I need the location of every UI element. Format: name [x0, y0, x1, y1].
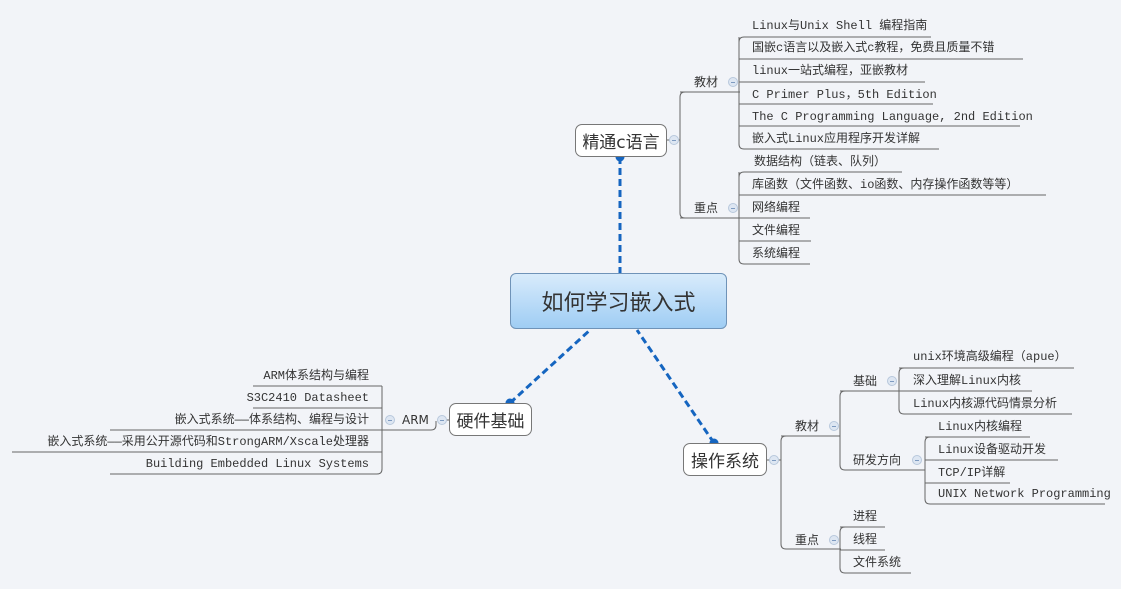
collapse-icon[interactable]: [437, 415, 447, 425]
collapse-icon[interactable]: [769, 455, 779, 465]
leaf-item[interactable]: 嵌入式系统——采用公开源代码和StrongARM/Xscale处理器: [47, 435, 369, 449]
leaf-item[interactable]: S3C2410 Datasheet: [246, 391, 369, 405]
topic-hardware[interactable]: 硬件基础: [449, 403, 532, 436]
leaf-item[interactable]: Building Embedded Linux Systems: [145, 457, 369, 471]
leaf-item[interactable]: 网络编程: [752, 201, 801, 215]
leaf-item[interactable]: Linux内核编程: [938, 420, 1023, 434]
leaf-item[interactable]: C Primer Plus，5th Edition: [752, 88, 937, 102]
leaf-item[interactable]: ARM体系结构与编程: [263, 369, 369, 383]
leaf-item[interactable]: TCP/IP详解: [938, 466, 1006, 480]
subtopic-focus[interactable]: 重点: [795, 533, 820, 547]
subtopic-textbooks[interactable]: 教材: [694, 75, 719, 89]
collapse-icon[interactable]: [829, 421, 839, 431]
leaf-item[interactable]: Linux内核源代码情景分析: [913, 397, 1058, 411]
collapse-icon[interactable]: [829, 535, 839, 545]
leaf-item[interactable]: Linux与Unix Shell 编程指南: [752, 19, 928, 33]
subtopic-rd-direction[interactable]: 研发方向: [853, 453, 902, 467]
central-topic[interactable]: 如何学习嵌入式: [510, 273, 727, 329]
leaf-item[interactable]: linux一站式编程，亚嵌教材: [752, 64, 909, 78]
topic-label: 操作系统: [691, 452, 759, 472]
leaf-item[interactable]: 文件系统: [853, 556, 902, 570]
topic-c-language[interactable]: 精通c语言: [575, 124, 667, 157]
leaf-item[interactable]: 进程: [853, 510, 878, 524]
central-topic-label: 如何学习嵌入式: [541, 291, 696, 316]
leaf-item[interactable]: UNIX Network Programming: [938, 487, 1111, 501]
leaf-item[interactable]: Linux设备驱动开发: [938, 443, 1047, 457]
collapse-icon[interactable]: [887, 376, 897, 386]
topic-operating-system[interactable]: 操作系统: [683, 443, 767, 476]
leaf-item[interactable]: 数据结构（链表、队列）: [754, 155, 887, 169]
subtopic-basics[interactable]: 基础: [853, 374, 878, 388]
leaf-item[interactable]: 文件编程: [752, 224, 801, 238]
leaf-item[interactable]: 嵌入式系统——体系结构、编程与设计: [174, 413, 369, 427]
collapse-icon[interactable]: [728, 77, 738, 87]
subtopic-focus[interactable]: 重点: [694, 201, 719, 215]
subtopic-textbooks[interactable]: 教材: [795, 419, 820, 433]
collapse-icon[interactable]: [669, 135, 679, 145]
topic-label: 硬件基础: [456, 412, 525, 432]
leaf-item[interactable]: 嵌入式Linux应用程序开发详解: [752, 132, 921, 146]
collapse-icon[interactable]: [385, 415, 395, 425]
leaf-item[interactable]: 深入理解Linux内核: [913, 374, 1022, 388]
collapse-icon[interactable]: [912, 455, 922, 465]
collapse-icon[interactable]: [728, 203, 738, 213]
leaf-item[interactable]: 国嵌c语言以及嵌入式c教程，免费且质量不错: [752, 41, 995, 55]
topic-label: 精通c语言: [582, 133, 660, 153]
leaf-item[interactable]: 线程: [853, 533, 878, 547]
leaf-item[interactable]: 系统编程: [752, 247, 801, 261]
subtopic-arm[interactable]: ARM: [402, 413, 429, 427]
leaf-item[interactable]: unix环境高级编程（apue）: [913, 350, 1067, 364]
leaf-item[interactable]: 库函数（文件函数、io函数、内存操作函数等等）: [752, 178, 1019, 192]
leaf-item[interactable]: The C Programming Language, 2nd Edition: [752, 110, 1033, 124]
